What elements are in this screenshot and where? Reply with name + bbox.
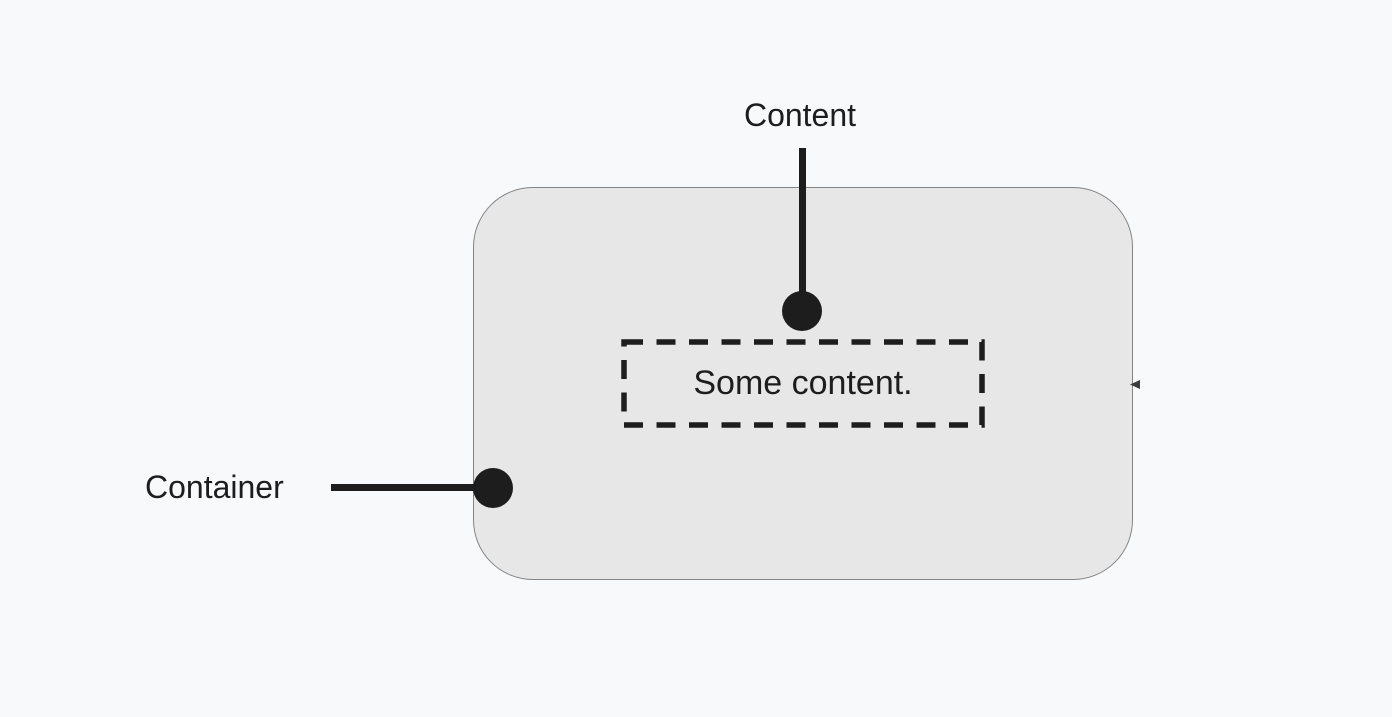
container-connector-dot-icon (473, 468, 513, 508)
content-connector-dot-icon (782, 291, 822, 331)
container-label: Container (145, 469, 284, 505)
content-label: Content (743, 97, 857, 133)
edge-tick-mark-icon (1130, 380, 1140, 389)
content-dashed-box: Some content. (621, 339, 985, 428)
content-text: Some content. (693, 364, 913, 402)
dashed-border-icon (621, 339, 985, 428)
container-connector-line (331, 484, 481, 491)
content-connector-line (799, 148, 806, 311)
